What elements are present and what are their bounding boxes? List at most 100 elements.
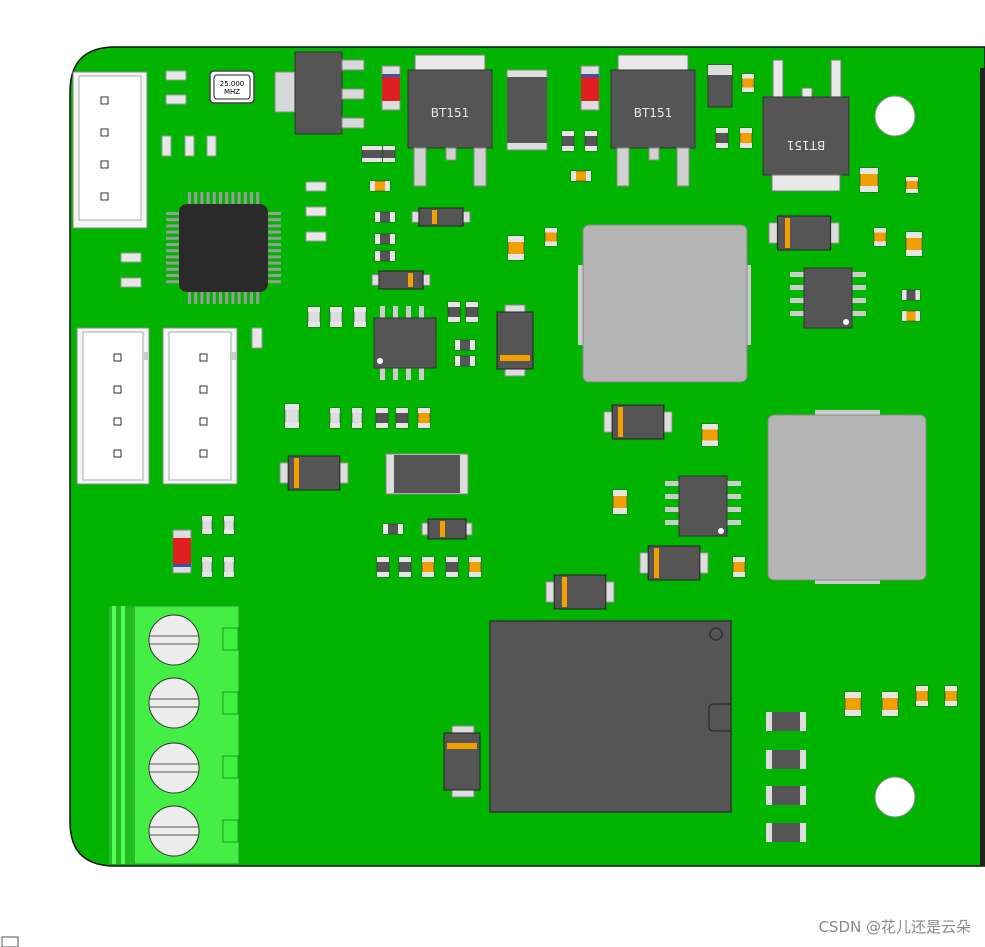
diode-sma-bottom — [443, 725, 481, 798]
board-right-edge — [980, 68, 985, 866]
watermark-text: CSDN @花儿还是云朵 — [818, 918, 971, 936]
qfp-pin — [188, 291, 191, 304]
diode-body — [427, 518, 467, 540]
smd-pad — [571, 171, 576, 181]
smd-pad — [740, 143, 752, 148]
smd-pad — [470, 340, 475, 350]
smd-pad — [224, 557, 234, 562]
smd-pad — [399, 557, 411, 562]
smd-pad — [375, 212, 380, 222]
zener-diode-2 — [580, 65, 600, 111]
smd-pad — [390, 251, 395, 261]
qfp-pin — [212, 291, 216, 304]
smd-pad — [882, 692, 898, 698]
regulator-sot223 — [274, 51, 365, 135]
qfp-pin — [250, 291, 253, 304]
soic8-chip-3 — [665, 475, 741, 537]
smd-pad — [390, 212, 395, 222]
mcu-qfp-chip — [166, 192, 281, 304]
qfp-pin — [166, 243, 180, 246]
smd-pad — [448, 317, 460, 322]
smd-pad — [902, 311, 907, 321]
resistor-stack-bottom-right — [766, 712, 806, 842]
diode-body — [378, 270, 424, 290]
qfp-pin — [206, 291, 210, 304]
smd-pad — [202, 529, 212, 534]
smd-pad — [202, 516, 212, 521]
smd-pad — [375, 251, 380, 261]
smd-pad — [733, 572, 745, 577]
smd-pad — [586, 171, 591, 181]
smd-pad — [330, 423, 340, 428]
smd-pad — [422, 557, 434, 562]
smd-pad — [702, 424, 718, 430]
qfp-pin — [267, 230, 281, 234]
qfp-pin — [267, 218, 281, 222]
qfp-pin — [250, 192, 253, 205]
qfp-pin — [166, 255, 180, 259]
zener-diode-3 — [172, 529, 192, 574]
smd-pad — [352, 408, 362, 413]
crystal-label-unit: MHZ — [224, 88, 240, 96]
qfp-pin — [188, 192, 191, 205]
smd-pad — [915, 290, 920, 300]
qfp-pin — [267, 274, 281, 277]
smd-pad — [224, 572, 234, 577]
smd-pad — [733, 557, 745, 562]
qfp-pin — [200, 192, 204, 205]
smd-pad — [383, 524, 388, 534]
smd-pad — [224, 529, 234, 534]
smd-pad — [613, 490, 627, 496]
smd-pad — [742, 74, 754, 79]
diode-band — [408, 273, 413, 287]
qfp-pin — [237, 291, 241, 304]
triac-1: BT151 — [407, 54, 493, 187]
smd-pad — [882, 710, 898, 716]
smd-passive-group — [201, 73, 958, 717]
smd-pad — [362, 146, 382, 150]
smd-pad — [376, 423, 388, 428]
qfp-pin — [267, 267, 281, 271]
rectifier-diode-top — [506, 69, 548, 151]
triac-1-label: BT151 — [431, 106, 469, 120]
smd-pad — [562, 131, 574, 136]
qfp-pin — [267, 243, 281, 246]
soic8-chip-2 — [790, 267, 866, 329]
qfp-pin — [219, 291, 222, 304]
qfp-pin — [166, 274, 180, 277]
smd-pad — [370, 181, 375, 191]
qfp-pin — [206, 192, 210, 205]
smd-pad — [545, 228, 557, 233]
smd-pad — [702, 440, 718, 446]
qfp-pin — [231, 192, 235, 205]
diode-band — [785, 218, 790, 248]
smd-pad — [585, 131, 597, 136]
smd-pad — [377, 557, 389, 562]
smd-pad — [330, 408, 340, 413]
terminal-screw-2 — [148, 677, 200, 729]
smd-pad — [902, 290, 907, 300]
smd-pad — [422, 572, 434, 577]
smd-pad — [716, 143, 728, 148]
smd-pad — [377, 572, 389, 577]
diode-body — [553, 574, 607, 610]
smd-pad — [469, 557, 481, 562]
smd-pad — [742, 87, 754, 92]
diode-body — [418, 207, 464, 227]
smd-pad — [448, 302, 460, 307]
smd-pad — [202, 557, 212, 562]
qfp-pin — [194, 291, 198, 304]
smd-pad — [224, 516, 234, 521]
qfp-pin — [267, 236, 281, 240]
resistor-large-horizontal — [385, 453, 469, 495]
qfp-pin — [225, 192, 229, 205]
smd-pad — [874, 241, 886, 246]
qfp-pin — [256, 192, 260, 205]
smd-pad — [716, 128, 728, 133]
diode-small-top-right — [707, 64, 733, 108]
smd-pad — [375, 234, 380, 244]
qfp-pin — [267, 212, 281, 215]
qfp-pin — [267, 280, 281, 284]
smd-pad — [308, 307, 320, 312]
